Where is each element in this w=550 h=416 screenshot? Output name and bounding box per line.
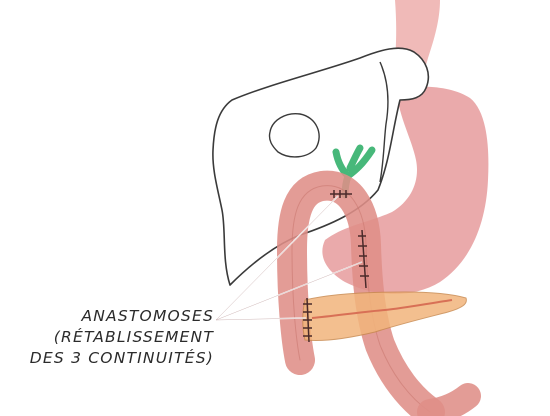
anastomoses-label: ANASTOMOSES (RÉTABLISSEMENT DES 3 CONTIN… [2, 306, 214, 369]
gallbladder [269, 114, 319, 157]
label-line-2: (RÉTABLISSEMENT [2, 327, 214, 348]
duodenum-tail [430, 396, 468, 412]
label-line-1: ANASTOMOSES [2, 306, 214, 327]
label-line-3: DES 3 CONTINUITÉS) [2, 348, 214, 369]
anastomosis-pancreatic [303, 298, 312, 342]
